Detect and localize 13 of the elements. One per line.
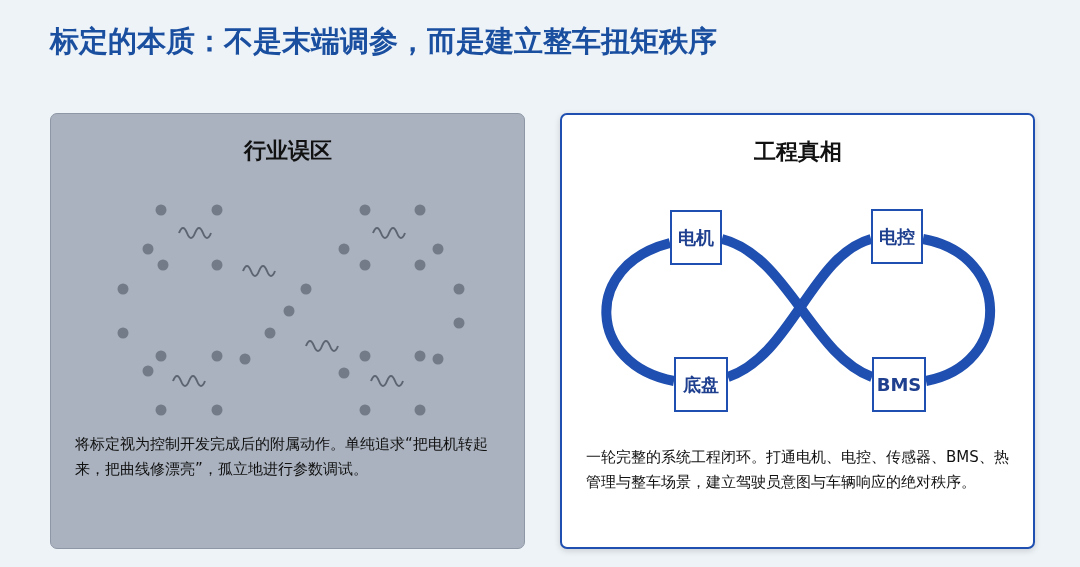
- loop-connector: [601, 238, 676, 386]
- component-box: 电机: [670, 210, 722, 265]
- page-title: 标定的本质：不是末端调参，而是建立整车扭矩秩序: [50, 23, 717, 60]
- component-box: 电控: [871, 209, 923, 264]
- description-text: 将标定视为控制开发完成后的附属动作。单纯追求“把电机转起来，把曲线修漂亮”，孤立地进行参数调试。: [75, 434, 489, 480]
- description-text: 一轮完整的系统工程闭环。打通电机、电控、传感器、BMS、热管理与整车场景，建立驾驶员意图与车辆响应的绝对秩序。: [586, 447, 1009, 493]
- loop-connector: [921, 234, 996, 386]
- panel-heading: 行业误区: [242, 137, 333, 165]
- truth-panel: [560, 113, 1035, 549]
- component-box: 底盘: [674, 357, 728, 412]
- misconception-panel: [50, 113, 525, 549]
- component-box: BMS: [872, 357, 926, 412]
- panel-heading: 工程真相: [752, 138, 843, 166]
